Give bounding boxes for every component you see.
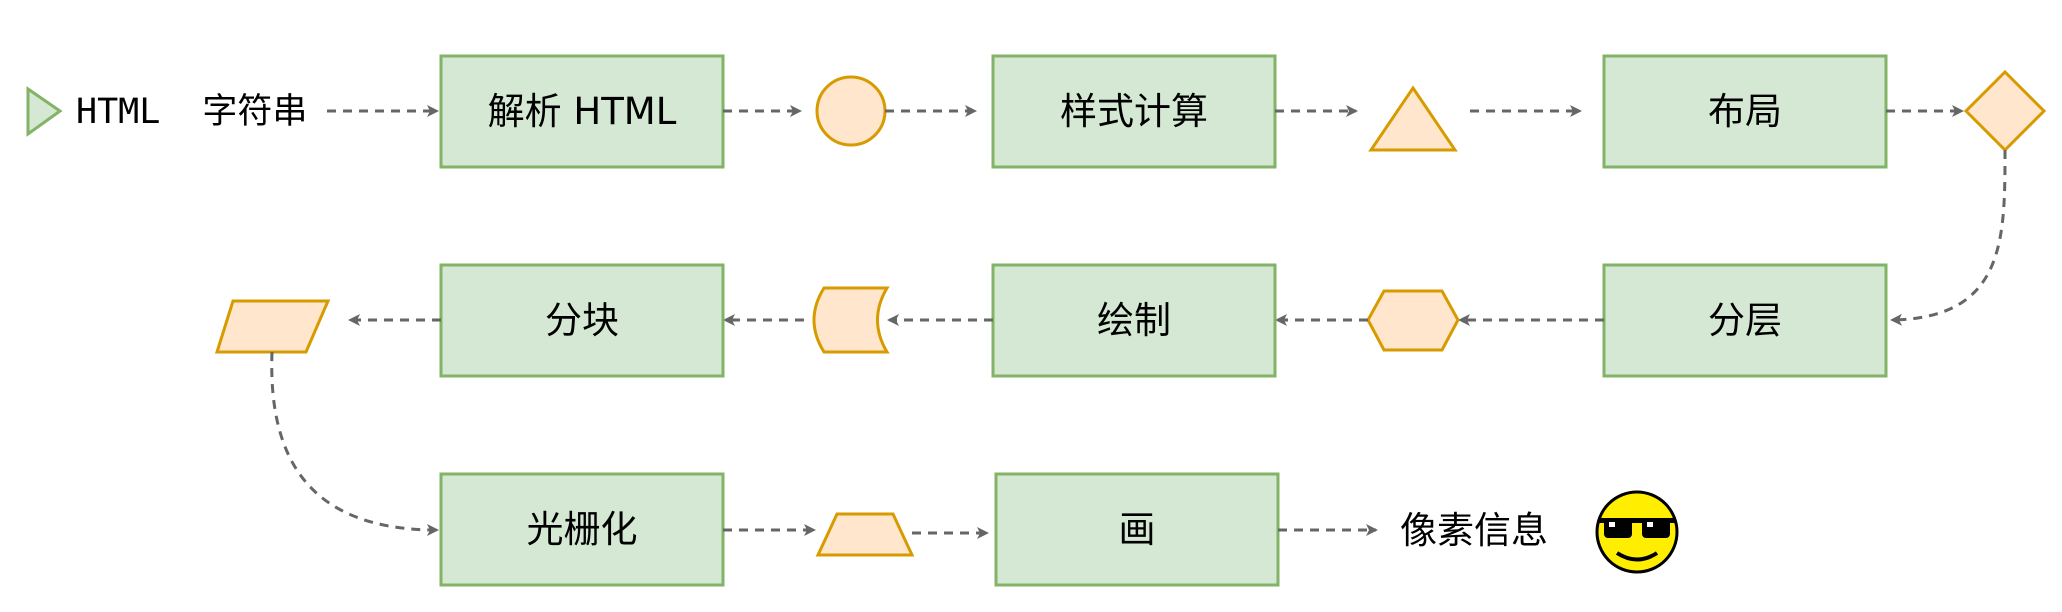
- hexagon-node: [1366, 289, 1460, 352]
- stage-raster: 光栅化: [439, 472, 725, 587]
- stage-layer: 分层: [1602, 263, 1888, 378]
- stage-tiles: 分块: [439, 263, 725, 378]
- arrow-parallelogram-to-raster: [270, 351, 439, 536]
- stage-layout: 布局: [1602, 54, 1888, 169]
- stage-draw: 画: [994, 472, 1280, 587]
- stage-layer-label: 分层: [1708, 299, 1782, 342]
- stage-layout-label: 布局: [1708, 90, 1782, 133]
- stage-draw-label: 画: [1119, 508, 1156, 551]
- stage-tiles-label: 分块: [545, 299, 619, 342]
- stage-paint-label: 绘制: [1097, 299, 1171, 342]
- output-label: 像素信息: [1400, 509, 1548, 552]
- diamond-node: [1963, 69, 2047, 153]
- stage-style-calc: 样式计算: [991, 54, 1277, 169]
- stage-raster-label: 光栅化: [527, 508, 638, 551]
- input-label: HTML 字符串: [76, 92, 307, 132]
- circle-node: [815, 75, 887, 147]
- parallelogram-node: [214, 299, 331, 354]
- start-play-icon: [26, 86, 63, 137]
- arrow-diamond-to-layer: [1890, 149, 2007, 326]
- stage-style-calc-label: 样式计算: [1060, 90, 1208, 133]
- stored-data-node: [812, 286, 890, 354]
- stage-parse-html-label: 解析 HTML: [488, 90, 677, 133]
- triangle-node: [1368, 85, 1458, 152]
- stage-parse-html: 解析 HTML: [439, 54, 725, 169]
- sunglasses-smiley-icon: [1595, 490, 1679, 574]
- trapezoid-node: [815, 512, 915, 557]
- stage-paint: 绘制: [991, 263, 1277, 378]
